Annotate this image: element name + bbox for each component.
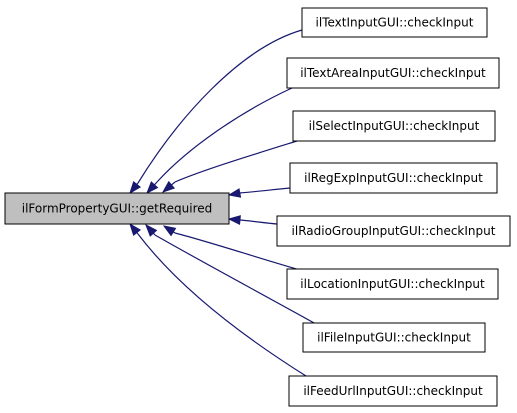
edge-text-input-arrowhead bbox=[129, 180, 142, 195]
root-node[interactable]: ilFormPropertyGUI::getRequired bbox=[4, 192, 230, 225]
caller-node-text-area-input[interactable]: ilTextAreaInputGUI::checkInput bbox=[286, 57, 500, 89]
edge-radio-group-input-arrowhead bbox=[227, 215, 241, 225]
edge-feed-url-input-arrowhead bbox=[129, 222, 142, 237]
caller-node-text-input[interactable]: ilTextInputGUI::checkInput bbox=[301, 7, 488, 38]
caller-node-file-input-label: ilFileInputGUI::checkInput bbox=[317, 331, 471, 345]
call-edges bbox=[129, 29, 317, 377]
edge-text-area-input-connector bbox=[153, 181, 158, 186]
caller-node-text-area-input-label: ilTextAreaInputGUI::checkInput bbox=[300, 66, 486, 80]
caller-node-text-input-box bbox=[301, 7, 488, 38]
caller-node-file-input[interactable]: ilFileInputGUI::checkInput bbox=[302, 322, 486, 353]
caller-node-feed-url-input[interactable]: ilFeedUrlInputGUI::checkInput bbox=[288, 375, 498, 407]
root-node-label: ilFormPropertyGUI::getRequired bbox=[22, 202, 213, 216]
edge-location-input bbox=[174, 232, 301, 271]
caller-node-radio-group-input-label: ilRadioGroupInputGUI::checkInput bbox=[292, 224, 496, 238]
edge-reg-exp-input-arrowhead bbox=[227, 188, 242, 198]
caller-node-reg-exp-input[interactable]: ilRegExpInputGUI::checkInput bbox=[289, 162, 498, 194]
edge-file-input bbox=[154, 234, 317, 325]
edge-feed-url-input-connector bbox=[136, 232, 139, 235]
caller-node-file-input-box bbox=[302, 322, 486, 353]
caller-node-feed-url-input-box bbox=[288, 375, 498, 407]
edge-text-input bbox=[137, 29, 303, 184]
caller-node-location-input-box bbox=[286, 268, 499, 300]
caller-node-reg-exp-input-box bbox=[289, 162, 498, 194]
edge-text-area-input bbox=[156, 87, 293, 183]
caller-node-text-area-input-box bbox=[286, 57, 500, 89]
edge-select-input-connector bbox=[171, 181, 176, 186]
edge-radio-group-input bbox=[239, 219, 278, 225]
caller-node-radio-group-input-box bbox=[276, 215, 511, 247]
caller-node-radio-group-input[interactable]: ilRadioGroupInputGUI::checkInput bbox=[276, 215, 511, 247]
caller-node-select-input[interactable]: ilSelectInputGUI::checkInput bbox=[292, 110, 496, 142]
edge-text-input-connector bbox=[136, 182, 139, 185]
caller-node-select-input-box bbox=[292, 110, 496, 142]
root-node-box bbox=[4, 192, 230, 225]
edge-feed-url-input bbox=[137, 233, 307, 377]
edge-reg-exp-input bbox=[239, 187, 291, 194]
edge-select-input-arrowhead bbox=[161, 180, 175, 193]
caller-node-select-input-label: ilSelectInputGUI::checkInput bbox=[309, 119, 480, 133]
edge-location-input-connector bbox=[172, 231, 176, 234]
edge-location-input-arrowhead bbox=[162, 225, 177, 237]
caller-node-location-input[interactable]: ilLocationInputGUI::checkInput bbox=[286, 268, 499, 300]
caller-node-reg-exp-input-label: ilRegExpInputGUI::checkInput bbox=[304, 171, 483, 185]
caller-node-location-input-label: ilLocationInputGUI::checkInput bbox=[300, 277, 485, 291]
caller-node-text-input-label: ilTextInputGUI::checkInput bbox=[316, 16, 474, 30]
edge-file-input-connector bbox=[152, 232, 156, 236]
edge-select-input bbox=[174, 140, 298, 183]
caller-node-feed-url-input-label: ilFeedUrlInputGUI::checkInput bbox=[303, 384, 483, 398]
